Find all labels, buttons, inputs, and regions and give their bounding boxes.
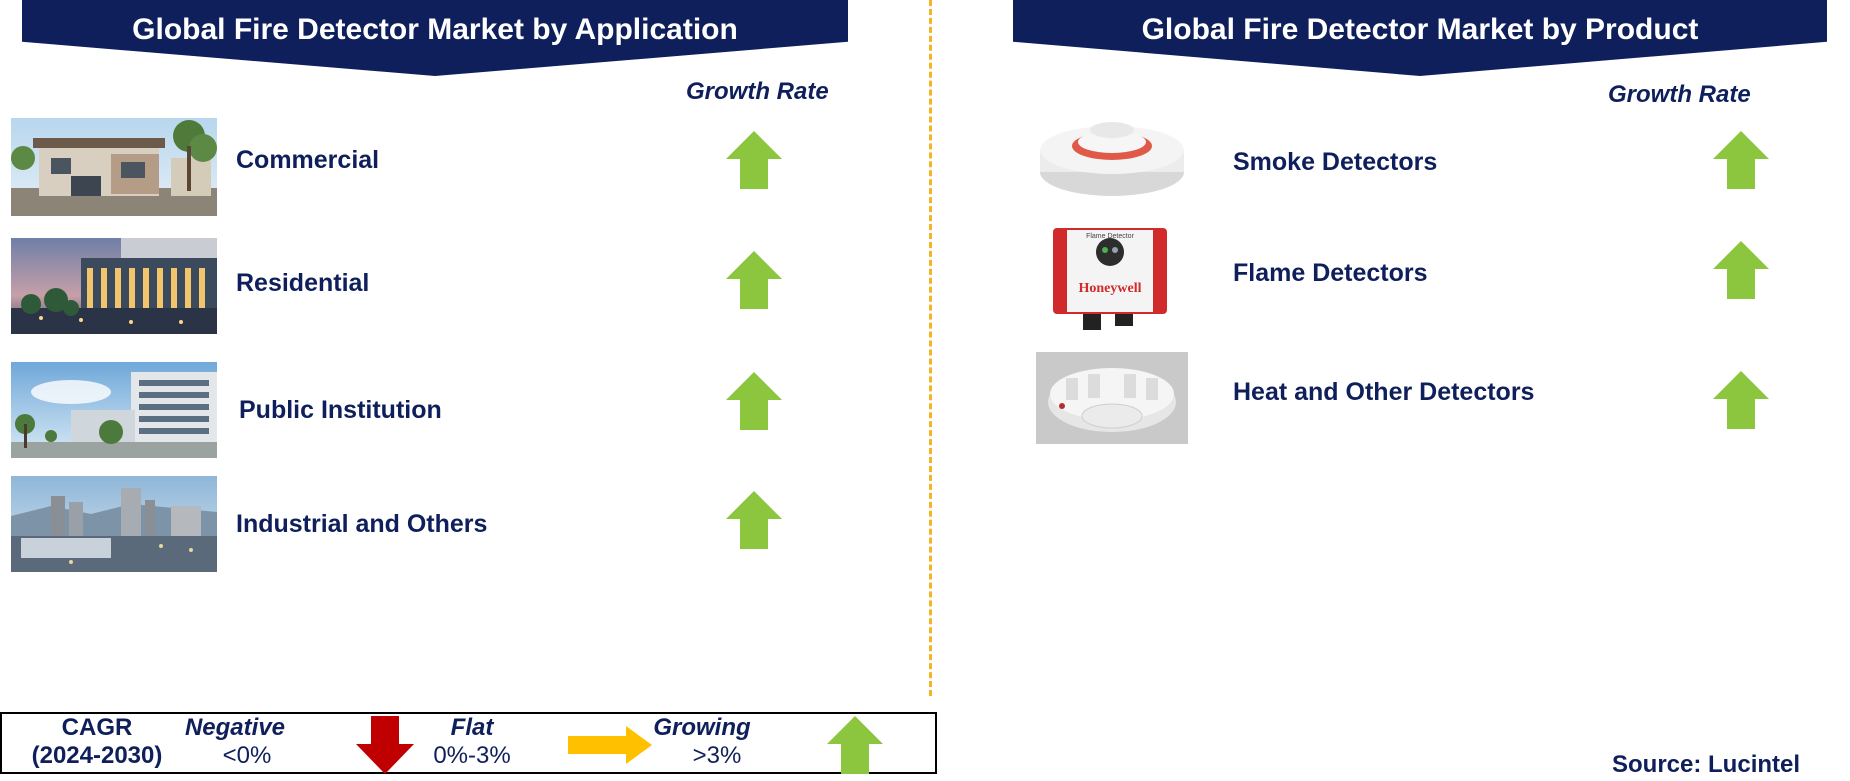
application-label-public-institution: Public Institution bbox=[239, 396, 442, 424]
legend-period: (2024-2030) bbox=[31, 742, 163, 769]
product-label-heat-and-other-detectors: Heat and Other Detectors bbox=[1233, 378, 1535, 406]
product-label-smoke-detectors: Smoke Detectors bbox=[1233, 148, 1438, 176]
application-label-residential: Residential bbox=[236, 269, 370, 297]
source-credit: Source: Lucintel bbox=[1612, 751, 1801, 778]
application-growth-rate-header: Growth Rate bbox=[686, 78, 829, 105]
smoke-detector-image bbox=[1036, 116, 1188, 200]
panel-divider bbox=[929, 0, 932, 696]
negative-arrow-icon bbox=[356, 716, 414, 774]
honeywell-brand-text: Honeywell bbox=[1079, 281, 1142, 296]
legend-flat-range: 0%-3% bbox=[433, 742, 511, 769]
product-growth-rate-header: Growth Rate bbox=[1608, 81, 1751, 108]
flame-detector-device-text: Flame Detector bbox=[1086, 233, 1135, 240]
application-panel-title: Global Fire Detector Market by Applicati… bbox=[22, 0, 848, 76]
cagr-legend: CAGR (2024-2030) Negative <0% Flat 0%-3%… bbox=[0, 712, 937, 774]
growing-arrow-icon bbox=[827, 716, 883, 774]
application-label-commercial: Commercial bbox=[236, 146, 380, 174]
commercial-building-image bbox=[11, 118, 217, 216]
growing-arrow-icon bbox=[726, 251, 782, 309]
legend-growing-range: >3% bbox=[692, 742, 742, 769]
legend-negative-range: <0% bbox=[222, 742, 272, 769]
residential-building-image bbox=[11, 238, 217, 334]
legend-growing-label: Growing bbox=[653, 714, 751, 741]
legend-negative-label: Negative bbox=[184, 714, 286, 741]
product-panel-title: Global Fire Detector Market by Product bbox=[1013, 0, 1827, 76]
industrial-plant-image bbox=[11, 476, 217, 572]
product-label-flame-detectors: Flame Detectors bbox=[1233, 259, 1428, 287]
application-label-industrial-and-others: Industrial and Others bbox=[236, 510, 488, 538]
public-institution-image bbox=[11, 362, 217, 458]
legend-cagr-label: CAGR bbox=[61, 714, 133, 741]
heat-detector-image bbox=[1036, 352, 1188, 444]
flame-detector-image: Flame Detector Honeywell bbox=[1045, 222, 1175, 332]
growing-arrow-icon bbox=[1713, 131, 1769, 189]
legend-flat-label: Flat bbox=[450, 714, 494, 741]
growing-arrow-icon bbox=[726, 491, 782, 549]
growing-arrow-icon bbox=[1713, 371, 1769, 429]
flat-arrow-icon bbox=[568, 726, 652, 764]
growing-arrow-icon bbox=[726, 372, 782, 430]
growing-arrow-icon bbox=[1713, 241, 1769, 299]
growing-arrow-icon bbox=[726, 131, 782, 189]
